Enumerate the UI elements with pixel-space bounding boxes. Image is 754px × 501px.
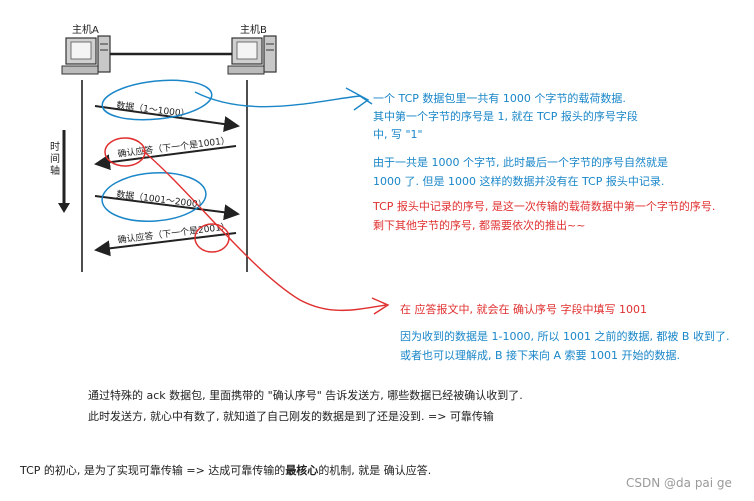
ack-label-1: 确认应答（下一个是1001） xyxy=(117,134,231,160)
blue-highlight-data1 xyxy=(100,75,213,124)
bottom-summary-suffix: 的机制, 就是 确认应答. xyxy=(318,464,431,477)
note-blue-2-line-2: 1000 了. 但是 1000 这样的数据并没有在 TCP 报头中记录. xyxy=(373,175,664,189)
host-a-label: 主机A xyxy=(72,23,99,36)
data-label-1: 数据（1～1000） xyxy=(116,99,191,120)
note-blue-3-line-2: 或者也可以理解成, B 接下来向 A 索要 1001 开始的数据. xyxy=(400,349,680,363)
host-b-label: 主机B xyxy=(240,23,267,36)
host-b-computer-icon xyxy=(228,36,276,74)
bottom-summary: TCP 的初心, 是为了实现可靠传输 => 达成可靠传输的最核心的机制, 就是 … xyxy=(20,464,431,478)
blue-connector-line xyxy=(195,92,372,107)
host-a-computer-icon xyxy=(62,36,110,74)
time-axis-arrowhead xyxy=(58,203,70,213)
note-red-2: 在 应答报文中, 就会在 确认序号 字段中填写 1001 xyxy=(400,303,647,317)
note-blue-3-line-1: 因为收到的数据是 1-1000, 所以 1001 之前的数据, 都被 B 收到了… xyxy=(400,330,729,344)
bottom-summary-bold: 最核心 xyxy=(285,464,318,477)
time-axis-char-1: 时 xyxy=(50,141,60,153)
note-black-1-line-2: 此时发送方, 就心中有数了, 就知道了自己刚发的数据是到了还是没到. => 可靠… xyxy=(88,410,494,424)
note-red-1-line-2: 剩下其他字节的序号, 都需要依次的推出~~ xyxy=(373,219,585,233)
time-axis-char-3: 轴 xyxy=(50,164,60,177)
note-blue-2-line-1: 由于一共是 1000 个字节, 此时最后一个字节的序号自然就是 xyxy=(373,156,668,170)
note-blue-1-line-3: 中, 写 "1" xyxy=(373,128,423,142)
note-blue-1-line-1: 一个 TCP 数据包里一共有 1000 个字节的载荷数据. xyxy=(373,92,626,106)
csdn-watermark: CSDN @da pai ge xyxy=(626,476,732,490)
note-red-1-line-1: TCP 报头中记录的序号, 是这一次传输的载荷数据中第一个字节的序号. xyxy=(373,200,715,214)
time-axis-char-2: 间 xyxy=(50,152,60,165)
bottom-summary-prefix: TCP 的初心, 是为了实现可靠传输 => 达成可靠传输的 xyxy=(20,464,285,477)
note-black-1-line-1: 通过特殊的 ack 数据包, 里面携带的 "确认序号" 告诉发送方, 哪些数据已… xyxy=(88,389,523,403)
note-blue-1-line-2: 其中第一个字节的序号是 1, 就在 TCP 报头的序号字段 xyxy=(373,110,638,124)
